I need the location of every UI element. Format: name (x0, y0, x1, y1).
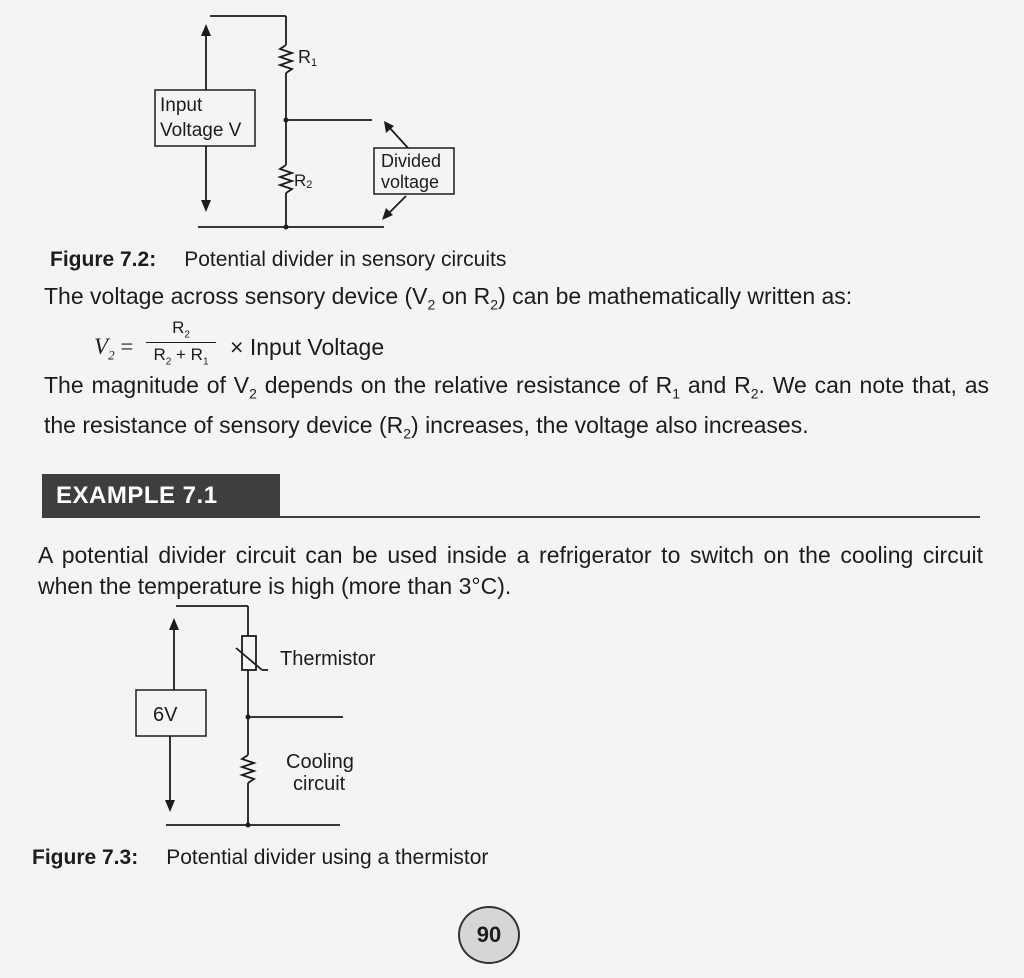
figure-7-2-caption: Figure 7.2: Potential divider in sensory … (50, 248, 506, 272)
figure-7-2-caption-text: Potential divider in sensory circuits (184, 248, 507, 271)
thermistor-icon (241, 635, 257, 671)
example-paragraph: A potential divider circuit can be used … (38, 542, 983, 599)
formula-numerator: R2 (146, 318, 216, 344)
source-voltage-box (135, 689, 207, 737)
r2-label: R2 (294, 171, 312, 191)
formula-rhs: × Input Voltage (230, 334, 385, 360)
r1-label: R1 (298, 47, 317, 69)
formula-lhs: V2 = (94, 334, 134, 363)
cooling-circuit-line2: circuit (293, 773, 346, 795)
input-voltage-line1: Input (160, 95, 203, 116)
divided-voltage-line1: Divided (381, 151, 441, 171)
example-heading: EXAMPLE 7.1 (42, 474, 280, 518)
cooling-circuit-line1: Cooling (286, 751, 354, 773)
resistor-r1-icon (277, 44, 295, 74)
thermistor-label: Thermistor (280, 648, 376, 670)
divided-arrow-up-icon (387, 125, 409, 149)
resistor-r2-icon (277, 164, 295, 194)
input-voltage-line2: Voltage V (160, 120, 242, 141)
intro-paragraph: The voltage across sensory device (V2 on… (44, 283, 853, 313)
example-divider (280, 516, 980, 518)
divided-voltage-line2: voltage (381, 172, 439, 192)
page-number: 90 (458, 906, 520, 964)
formula-fraction: R2 R2 + R1 (146, 318, 216, 368)
figure-7-2-caption-label: Figure 7.2: (50, 248, 157, 271)
divided-voltage-box (373, 147, 455, 195)
figure-7-2-circuit: Input Voltage V Divided voltage R1 R2 (154, 15, 455, 230)
figure-7-3-caption-text: Potential divider using a thermistor (166, 846, 489, 869)
input-voltage-box (154, 89, 256, 147)
formula-denominator: R2 + R1 (153, 345, 209, 368)
figure-7-3-caption: Figure 7.3: Potential divider using a the… (32, 846, 488, 870)
resistor-cooling-icon (239, 754, 257, 784)
figure-7-3-caption-label: Figure 7.3: (32, 846, 139, 869)
magnitude-paragraph: The magnitude of V2 depends on the relat… (44, 372, 990, 442)
figure-7-3-circuit: 6V Thermistor Cooling circuit (135, 605, 376, 828)
source-voltage-label: 6V (153, 704, 178, 726)
